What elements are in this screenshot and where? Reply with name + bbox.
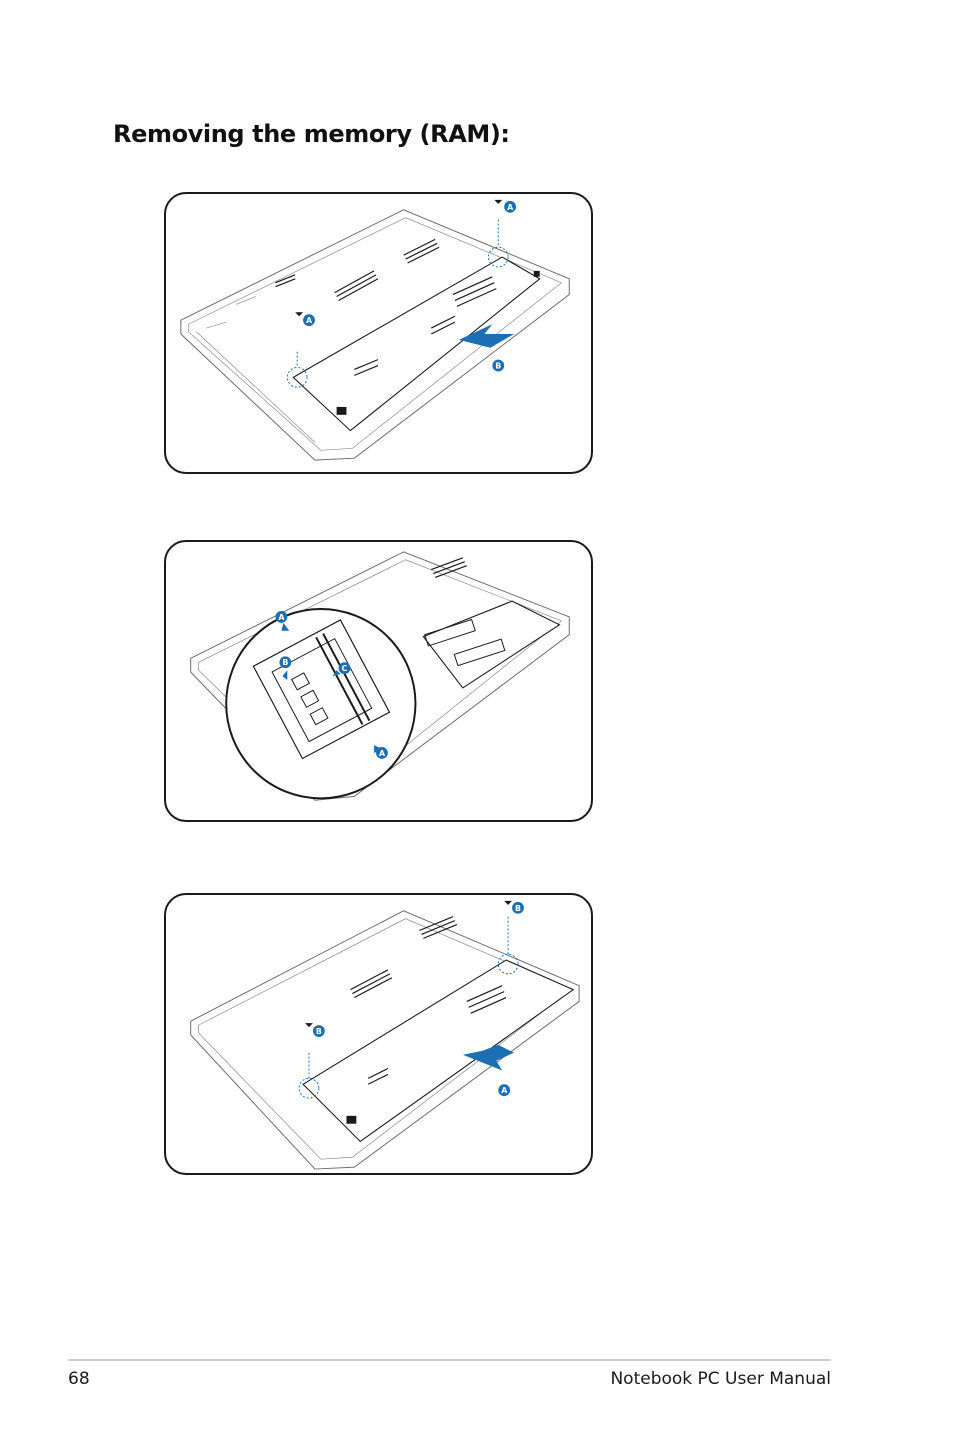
callout-a-left: A	[303, 314, 315, 327]
svg-text:C: C	[342, 664, 348, 673]
laptop-underside-illustration-1: A A B	[180, 199, 570, 461]
screw-icon	[504, 900, 513, 905]
callout-b: B	[279, 656, 292, 669]
section-title: Removing the memory (RAM):	[113, 120, 510, 148]
laptop-underside-illustration-3: B B A	[190, 900, 580, 1170]
figure-release-ram: A B C A	[164, 540, 593, 822]
callout-a-top: A	[275, 611, 288, 623]
svg-text:B: B	[316, 1027, 322, 1036]
callout-b-top: B	[512, 901, 524, 914]
screw-icon	[494, 199, 503, 204]
svg-text:A: A	[501, 1086, 508, 1095]
svg-text:A: A	[306, 316, 313, 325]
laptop-underside-illustration-2: A B C A	[190, 551, 570, 801]
screw-icon	[305, 1023, 313, 1028]
svg-text:B: B	[495, 361, 501, 370]
screw-icon	[295, 312, 304, 317]
callout-a-bottom: A	[376, 747, 388, 759]
callout-b: B	[492, 359, 505, 372]
page-number: 68	[68, 1369, 90, 1389]
slide-arrow-icon	[458, 324, 515, 348]
figure-remove-cover: A A B	[164, 192, 593, 474]
svg-text:A: A	[379, 749, 386, 758]
figure-replace-cover: B B A	[164, 893, 593, 1175]
manual-title: Notebook PC User Manual	[610, 1369, 831, 1389]
svg-text:B: B	[515, 904, 521, 913]
svg-text:B: B	[282, 658, 288, 667]
svg-text:A: A	[278, 613, 285, 622]
svg-text:A: A	[507, 203, 514, 212]
footer-divider	[68, 1359, 831, 1361]
callout-a: A	[498, 1084, 511, 1097]
zoom-detail-circle	[225, 608, 417, 800]
callout-b-left: B	[312, 1025, 325, 1037]
slide-arrow-icon	[462, 1044, 515, 1071]
callout-c: C	[338, 662, 351, 675]
callout-a-top: A	[504, 200, 517, 213]
